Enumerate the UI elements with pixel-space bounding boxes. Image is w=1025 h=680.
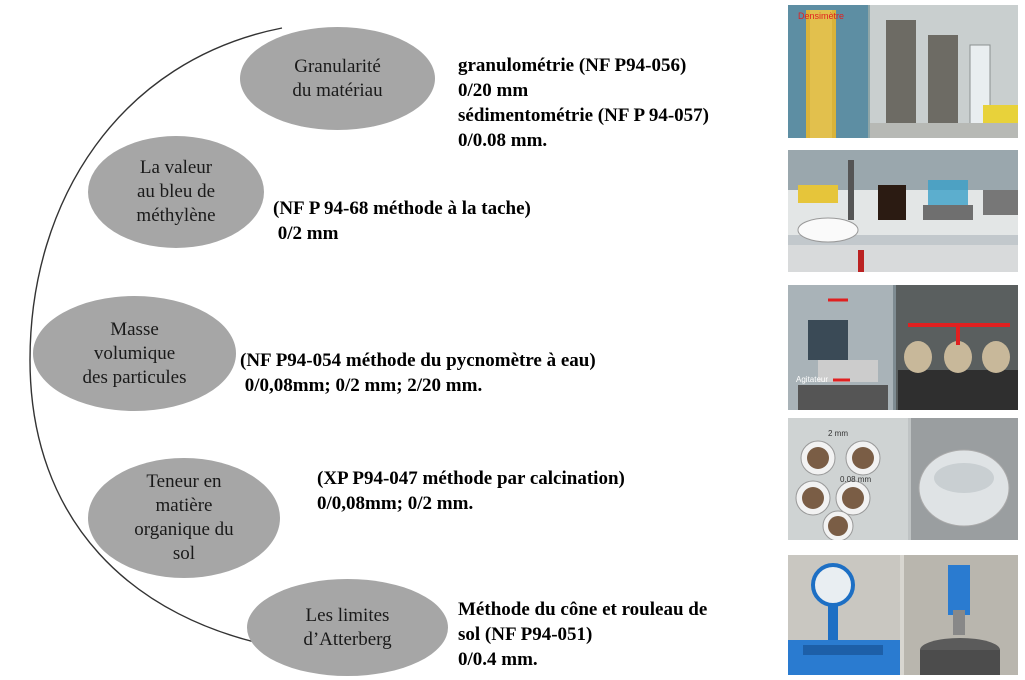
- step-granularite-ellipse: Granularité du matériau: [240, 27, 435, 130]
- photo-sedimentometrie: Densimètre: [788, 5, 1018, 138]
- step-label: Les limites d’Atterberg: [303, 604, 392, 650]
- step-granularite-description: granulométrie (NF P94-056) 0/20 mm sédim…: [458, 53, 709, 153]
- desc-line: (XP P94-047 méthode par calcination): [317, 468, 625, 489]
- photo-calcination: 2 mm 0.08 mm: [788, 418, 1018, 540]
- step-label: Granularité du matériau: [292, 55, 383, 101]
- step-atterberg-ellipse: Les limites d’Atterberg: [247, 579, 448, 676]
- label-densimetre: Densimètre: [798, 11, 844, 21]
- step-bleu-description: (NF P 94-68 méthode à la tache) 0/2 mm: [273, 196, 531, 246]
- photo-atterberg: [788, 555, 1018, 675]
- desc-line: 0/0,08mm; 0/2 mm; 2/20 mm.: [240, 375, 483, 396]
- step-masse-description: (NF P94-054 méthode du pycnomètre à eau)…: [240, 348, 596, 398]
- step-matiere-description: (XP P94-047 méthode par calcination) 0/0…: [317, 466, 625, 516]
- step-matiere-organique-ellipse: Teneur en matière organique du sol: [88, 458, 280, 578]
- step-bleu-methylene-ellipse: La valeur au bleu de méthylène: [88, 136, 264, 248]
- desc-line: sédimentométrie (NF P 94-057): [458, 105, 709, 126]
- label-008mm: 0.08 mm: [840, 475, 871, 484]
- desc-line: 0/2 mm: [273, 223, 339, 244]
- desc-line: sol (NF P94-051): [458, 624, 593, 645]
- step-masse-volumique-ellipse: Masse volumique des particules: [33, 296, 236, 411]
- step-label: La valeur au bleu de méthylène: [136, 157, 216, 226]
- label-2mm: 2 mm: [828, 429, 848, 438]
- label-agitateur: Agitateur: [796, 375, 828, 384]
- step-label: Masse volumique des particules: [82, 318, 187, 388]
- desc-line: 0/20 mm: [458, 80, 529, 101]
- desc-line: (NF P 94-68 méthode à la tache): [273, 198, 531, 219]
- photo-bleu-methylene: [788, 150, 1018, 272]
- step-atterberg-description: Méthode du cône et rouleau de sol (NF P9…: [458, 597, 707, 672]
- desc-line: 0/0.4 mm.: [458, 649, 538, 670]
- desc-line: (NF P94-054 méthode du pycnomètre à eau): [240, 350, 596, 371]
- desc-line: granulométrie (NF P94-056): [458, 55, 687, 76]
- desc-line: Méthode du cône et rouleau de: [458, 599, 708, 620]
- photo-pycnometre: Agitateur: [788, 285, 1018, 410]
- step-label: Teneur en matière organique du sol: [134, 471, 234, 564]
- desc-line: 0/0,08mm; 0/2 mm.: [317, 493, 474, 514]
- desc-line: 0/0.08 mm.: [458, 130, 548, 151]
